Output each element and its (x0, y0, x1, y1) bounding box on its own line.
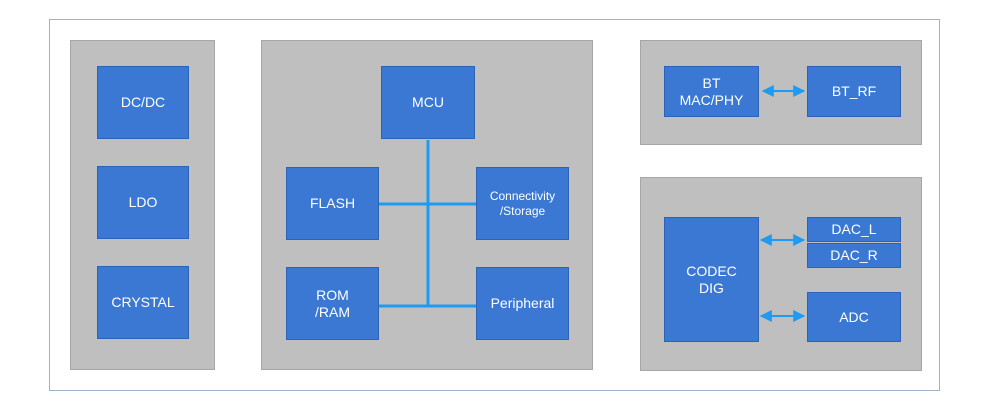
bt-mac-phy-label: BT MAC/PHY (679, 74, 744, 108)
mcu-label: MCU (412, 94, 444, 110)
dac-l-block: DAC_L (807, 217, 901, 242)
peripheral-label: Peripheral (490, 295, 555, 311)
mcu-block: MCU (381, 66, 475, 139)
dcdc-block: DC/DC (97, 66, 189, 139)
dac-r-label: DAC_R (830, 247, 878, 263)
connectivity-block: Connectivity /Storage (476, 167, 569, 240)
ldo-label: LDO (128, 194, 158, 210)
connectivity-label: Connectivity /Storage (489, 188, 556, 218)
rom-ram-label: ROM /RAM (315, 286, 350, 320)
rom-ram-block: ROM /RAM (286, 267, 379, 340)
adc-block: ADC (807, 292, 901, 342)
flash-block: FLASH (286, 167, 379, 240)
dac-r-block: DAC_R (807, 243, 901, 268)
crystal-block: CRYSTAL (97, 266, 189, 339)
bt-rf-label: BT_RF (831, 83, 877, 99)
crystal-label: CRYSTAL (111, 294, 175, 310)
adc-label: ADC (839, 308, 869, 325)
bt-mac-phy-block: BT MAC/PHY (664, 66, 759, 117)
flash-label: FLASH (309, 195, 356, 211)
dcdc-label: DC/DC (120, 94, 166, 110)
codec-block: CODEC DIG (664, 217, 759, 342)
peripheral-block: Peripheral (476, 267, 569, 340)
dac-l-label: DAC_L (831, 221, 877, 237)
bt-rf-block: BT_RF (807, 66, 901, 117)
codec-label: CODEC DIG (686, 262, 737, 296)
outer-frame (49, 19, 940, 391)
ldo-block: LDO (97, 166, 189, 239)
